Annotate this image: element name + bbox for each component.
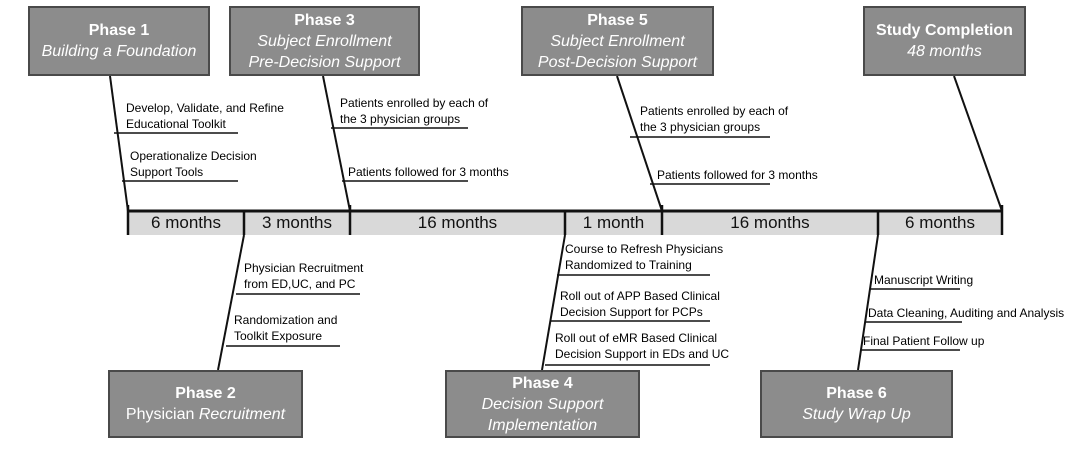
phase1-annotation: Develop, Validate, and Refine Educationa… xyxy=(126,100,284,132)
phase4-box: Phase 4 Decision Support Implementation xyxy=(445,370,640,438)
phase3-title: Phase 3 xyxy=(294,11,355,29)
annotation-text: Patients enrolled by each of the 3 physi… xyxy=(640,104,789,134)
annotation-text: Roll out of eMR Based Clinical Decision … xyxy=(555,331,730,361)
duration-label: 3 months xyxy=(262,213,332,232)
phase1-title: Phase 1 xyxy=(88,22,150,39)
phase6-subtitle: Study Wrap Up xyxy=(802,406,911,423)
phase5-box: Phase 5 Subject Enrollment Post-Decision… xyxy=(521,6,714,76)
phase6-connector xyxy=(857,234,879,371)
phase6-title: Phase 6 xyxy=(826,385,887,402)
annotation-text: Manuscript Writing xyxy=(874,273,974,287)
completion-box: Study Completion 48 months xyxy=(863,6,1026,76)
phase3-box: Phase 3 Subject Enrollment Pre-Decision … xyxy=(229,6,420,76)
completion-title: Study Completion xyxy=(876,22,1013,39)
phase4-subtitle-2: Implementation xyxy=(487,416,598,434)
duration-label: 6 months xyxy=(151,213,221,232)
duration-label: 6 months xyxy=(905,213,975,232)
phase6-annotation: Manuscript Writing xyxy=(874,272,973,288)
phase3-annotation: Patients enrolled by each of the 3 physi… xyxy=(340,95,488,127)
phase4-title: Phase 4 xyxy=(512,374,573,392)
annotation-text: Course to Refresh Physicians Randomized … xyxy=(565,242,724,272)
phase3-annotation: Patients followed for 3 months xyxy=(348,164,509,180)
phase1-annotation: Operationalize Decision Support Tools xyxy=(130,148,257,180)
phase4-connector xyxy=(541,234,566,371)
completion-connector xyxy=(953,75,1003,212)
annotation-text: Final Patient Follow up xyxy=(863,334,985,348)
phase6-annotation: Data Cleaning, Auditing and Analysis xyxy=(868,305,1064,321)
annotation-text: Patients enrolled by each of the 3 physi… xyxy=(340,96,489,126)
phase3-subtitle-2: Pre-Decision Support xyxy=(248,53,401,71)
phase5-subtitle-2: Post-Decision Support xyxy=(537,53,698,71)
phase2-box: Phase 2 Physician Recruitment xyxy=(108,370,303,438)
phase5-subtitle: Subject Enrollment xyxy=(550,32,685,50)
phase2-connector xyxy=(217,234,245,371)
annotation-text: Operationalize Decision Support Tools xyxy=(130,149,257,179)
duration-label: 16 months xyxy=(417,213,498,232)
phase5-connector xyxy=(616,75,663,212)
annotation-text: Develop, Validate, and Refine Educationa… xyxy=(126,101,284,131)
duration-label: 16 months xyxy=(730,213,810,232)
phase1-connector xyxy=(109,75,129,212)
annotation-text: Randomization and Toolkit Exposure xyxy=(234,313,338,343)
phase2-subtitle: Physician Recruitment xyxy=(125,406,286,423)
annotation-text: Patients followed for 3 months xyxy=(348,165,509,179)
duration-label: 1 month xyxy=(582,213,645,232)
completion-subtitle: 48 months xyxy=(907,43,982,60)
phase2-annotation: Randomization and Toolkit Exposure xyxy=(234,312,337,344)
phase1-box: Phase 1 Building a Foundation xyxy=(28,6,210,76)
phase5-annotation: Patients enrolled by each of the 3 physi… xyxy=(640,103,788,135)
phase5-title: Phase 5 xyxy=(587,11,648,29)
phase4-subtitle: Decision Support xyxy=(481,395,604,413)
annotation-text: Roll out of APP Based Clinical Decision … xyxy=(560,289,720,319)
phase4-annotation: Roll out of APP Based Clinical Decision … xyxy=(560,288,720,320)
phase2-title: Phase 2 xyxy=(175,385,236,402)
phase1-subtitle: Building a Foundation xyxy=(41,43,197,60)
phase3-subtitle: Subject Enrollment xyxy=(257,32,392,50)
annotation-text: Patients followed for 3 months xyxy=(657,168,818,182)
annotation-text: Data Cleaning, Auditing and Analysis xyxy=(868,306,1065,320)
phase2-annotation: Physician Recruitment from ED,UC, and PC xyxy=(244,260,363,292)
phase6-annotation: Final Patient Follow up xyxy=(863,333,984,349)
phase3-connector xyxy=(322,75,351,212)
phase5-annotation: Patients followed for 3 months xyxy=(657,167,818,183)
phase6-box: Phase 6 Study Wrap Up xyxy=(760,370,953,438)
annotation-text: Physician Recruitment from ED,UC, and PC xyxy=(244,261,364,291)
phase4-annotation: Roll out of eMR Based Clinical Decision … xyxy=(555,330,729,362)
phase4-annotation: Course to Refresh Physicians Randomized … xyxy=(565,241,723,273)
